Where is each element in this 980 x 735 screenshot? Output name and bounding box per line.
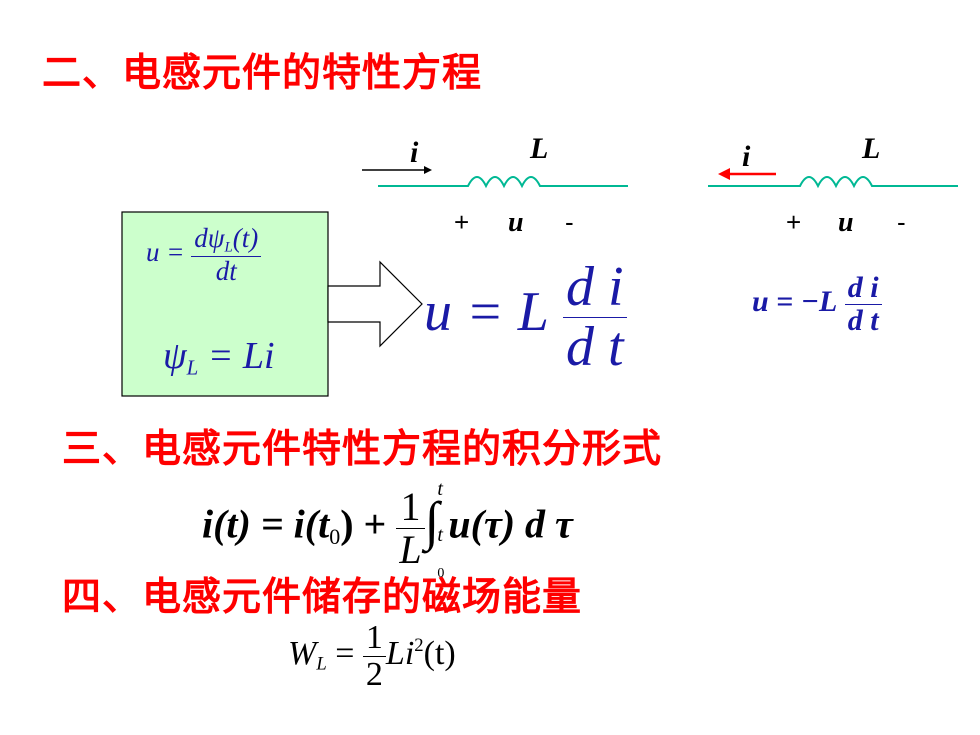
main-eq-num: d i	[565, 256, 624, 318]
neg-eq-num: d i	[847, 271, 879, 304]
int-lhs: i(t) = i(t	[202, 501, 330, 547]
eq1-fraction: dψL(t) dt	[191, 223, 262, 287]
wire-right	[708, 176, 958, 189]
inductor-label-left: L	[530, 132, 549, 165]
energy-lhs-sub: L	[316, 653, 327, 675]
energy-rhs-sup: 2	[414, 634, 424, 656]
inductor-equation: u = L d i d t	[424, 258, 627, 377]
int-lhs-tail: ) +	[340, 501, 387, 547]
eq2-lhs: ψ	[163, 335, 187, 377]
energy-frac-den: 2	[362, 655, 386, 693]
eq1-lhs: u =	[146, 236, 185, 267]
int-lower: t	[437, 524, 443, 546]
minus-left: -	[565, 207, 574, 237]
inductor-label-right: L	[862, 132, 881, 165]
section-heading-2: 二、电感元件的特性方程	[42, 51, 483, 96]
minus-right: -	[897, 207, 906, 237]
wire-left	[378, 176, 628, 189]
plus-left: +	[454, 207, 470, 237]
eq1-den: dt	[215, 256, 237, 287]
energy-rhs: Li	[385, 634, 415, 672]
current-label-right: i	[742, 140, 751, 173]
main-eq-den: d t	[565, 315, 624, 378]
int-fraction: 1 L	[396, 483, 425, 572]
int-integrand: u(τ) d τ	[448, 501, 573, 547]
definition-box	[121, 211, 329, 397]
eq1-num-tail: (t)	[232, 223, 259, 253]
energy-fraction: 1 2	[362, 619, 386, 693]
eq1-num-sub: L	[224, 239, 233, 256]
int-frac-den: L	[399, 526, 422, 572]
int-lhs-sub: 0	[329, 523, 341, 549]
voltage-label-right: u	[838, 207, 854, 238]
energy-equation: WL = 1 2 Li2(t)	[288, 620, 456, 692]
integral-limits: t t 0	[437, 466, 444, 590]
eq1-num: dψ	[194, 223, 225, 253]
energy-frac-num: 1	[365, 619, 383, 656]
integral-sign: ∫	[424, 491, 440, 552]
eq2-lhs-sub: L	[186, 355, 199, 380]
neg-eq-fraction: d i d t	[844, 271, 882, 337]
plus-right: +	[786, 207, 802, 237]
voltage-label-left: u	[508, 207, 524, 238]
neg-eq-den: d t	[847, 303, 879, 337]
inductor-equation-negative: u = −L d i d t	[752, 272, 882, 336]
int-lower-sub: 0	[437, 566, 445, 581]
current-arrowhead-right	[718, 168, 730, 180]
main-eq-lhs: u = L	[424, 281, 549, 344]
flux-voltage-equation: u = dψL(t) dt	[146, 223, 262, 287]
energy-equals: =	[326, 634, 363, 672]
eq2-rhs: = Li	[198, 335, 275, 377]
int-upper: t	[437, 478, 443, 500]
energy-rhs-tail: (t)	[423, 634, 456, 672]
section-heading-3: 三、电感元件特性方程的积分形式	[62, 427, 663, 472]
implication-arrow	[327, 260, 423, 348]
neg-eq-lhs: u = −L	[752, 284, 838, 318]
main-eq-fraction: d i d t	[562, 256, 627, 378]
flux-linkage-equation: ψL = Li	[163, 334, 275, 380]
section-heading-4: 四、电感元件储存的磁场能量	[62, 575, 583, 620]
current-label-left: i	[410, 136, 419, 169]
int-frac-num: 1	[400, 483, 421, 529]
current-arrowhead-left	[424, 166, 432, 174]
energy-lhs: W	[288, 634, 317, 672]
